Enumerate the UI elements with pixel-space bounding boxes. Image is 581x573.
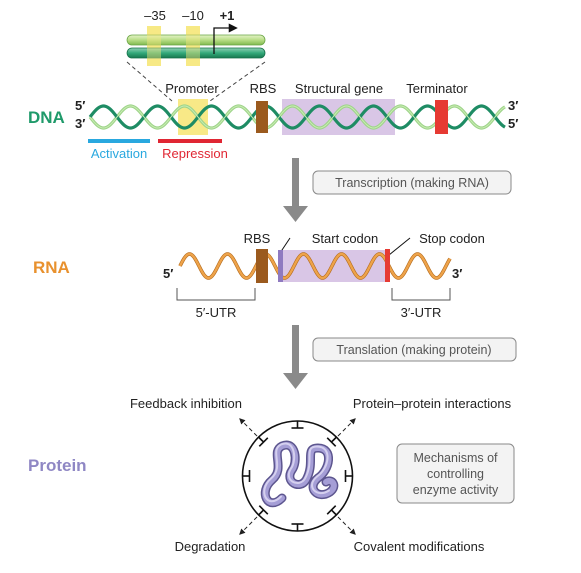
- protein-title: Protein: [28, 456, 87, 475]
- mechanisms-line2: controlling: [427, 467, 484, 481]
- promoter-tube-bottom: [126, 47, 266, 59]
- zoom-line-right: [209, 61, 266, 102]
- transcription-box: [312, 170, 512, 195]
- dna-title: DNA: [28, 108, 65, 127]
- inhibition-stem: [258, 436, 265, 443]
- dna-3prime-right: 3′: [508, 98, 518, 113]
- repression-label: Repression: [162, 146, 228, 161]
- activation-label: Activation: [91, 146, 147, 161]
- protein-section: Protein Feedback inhibition Protein–prot…: [28, 396, 515, 554]
- terminator-label: Terminator: [406, 81, 468, 96]
- dna-3prime-left: 3′: [75, 116, 85, 131]
- promoter-zoom: –35 –10 +1: [126, 8, 266, 102]
- covalent-modifications-label: Covalent modifications: [354, 539, 485, 554]
- start-codon-label: Start codon: [312, 231, 379, 246]
- rna-rbs-block: [256, 249, 268, 283]
- translation-label: Translation (making protein): [336, 343, 491, 357]
- terminator-block: [435, 100, 448, 134]
- rna-rbs-label: RBS: [244, 231, 271, 246]
- transcription-start-arrow: [213, 23, 238, 54]
- degradation-label: Degradation: [175, 539, 246, 554]
- utr5-bracket: [176, 288, 256, 301]
- minus35-label: –35: [144, 8, 166, 23]
- start-codon-mark: [278, 250, 283, 282]
- transcription-step: Transcription (making RNA): [283, 158, 512, 222]
- dna-rbs-block: [256, 101, 268, 133]
- transcription-label: Transcription (making RNA): [335, 176, 489, 190]
- inhibition-stem: [258, 509, 265, 516]
- mechanisms-box: [396, 443, 515, 504]
- translation-arrow-shaft: [292, 325, 299, 375]
- structural-gene-region: [282, 99, 395, 135]
- promoter-region: [178, 99, 208, 135]
- stop-codon-mark: [385, 249, 390, 282]
- zoom-line-left: [126, 61, 173, 102]
- structural-gene-label: Structural gene: [295, 81, 383, 96]
- control-circle: [241, 420, 354, 532]
- utr5-label: 5′-UTR: [196, 305, 237, 320]
- protein-chain: [262, 442, 337, 506]
- rna-strand: [178, 252, 452, 280]
- transcription-arrow-head: [283, 206, 308, 222]
- rna-5prime: 5′: [163, 266, 173, 281]
- translation-box: [312, 337, 517, 362]
- mechanisms-line1: Mechanisms of: [413, 451, 498, 465]
- translation-arrow-head: [283, 373, 308, 389]
- plus1-label: +1: [220, 8, 235, 23]
- utr3-bracket: [391, 288, 451, 301]
- utr3-label: 3′-UTR: [401, 305, 442, 320]
- mechanisms-line3: enzyme activity: [413, 483, 499, 497]
- stop-codon-label: Stop codon: [419, 231, 485, 246]
- ppi-arrow: [332, 418, 356, 442]
- dna-5prime-left: 5′: [75, 98, 85, 113]
- translation-step: Translation (making protein): [283, 325, 517, 389]
- rna-3prime: 3′: [452, 266, 462, 281]
- protein-chain-highlight: [263, 442, 330, 503]
- transcription-arrow-shaft: [292, 158, 299, 208]
- dna-rbs-label: RBS: [250, 81, 277, 96]
- dna-5prime-right: 5′: [508, 116, 518, 131]
- covalent-arrow: [332, 511, 356, 535]
- stop-codon-pointer: [388, 237, 411, 256]
- degradation-arrow: [239, 511, 263, 535]
- protein-protein-interactions-label: Protein–protein interactions: [353, 396, 512, 411]
- inhibition-stem: [330, 436, 337, 443]
- minus10-label: –10: [182, 8, 204, 23]
- promoter-tube-top: [126, 34, 266, 46]
- rna-strand-line: [178, 252, 452, 280]
- rna-title: RNA: [33, 258, 70, 277]
- inhibition-stem: [330, 509, 337, 516]
- rna-section: RNA RBS Start codon Stop codon 5′ 3′ 5′-…: [33, 231, 485, 320]
- promoter-label: Promoter: [165, 81, 219, 96]
- feedback-inhibition-label: Feedback inhibition: [130, 396, 242, 411]
- feedback-arrow: [239, 418, 263, 442]
- dna-section: –35 –10 +1 Promoter RBS Structural gene …: [28, 8, 518, 161]
